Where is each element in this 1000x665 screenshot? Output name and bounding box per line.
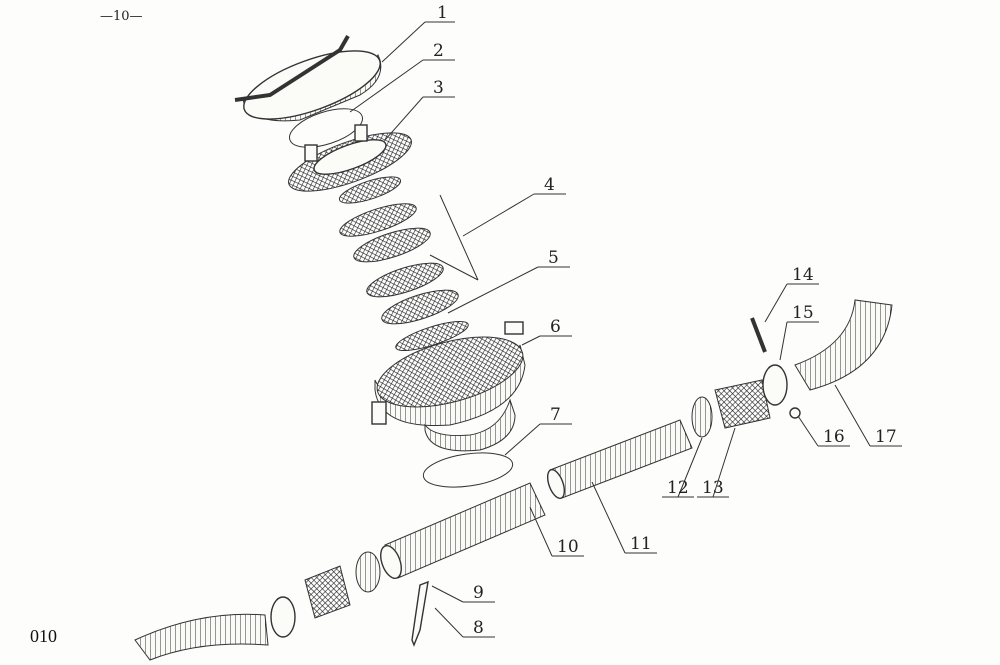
label-11: 11 [630, 534, 652, 554]
leader-lines [349, 21, 902, 638]
part-14-bolt [750, 317, 767, 353]
label-5: 5 [548, 248, 559, 268]
part-16-nut [789, 407, 801, 419]
label-16: 16 [823, 427, 845, 447]
page-header: —10— [100, 9, 143, 24]
label-14: 14 [792, 265, 814, 285]
label-10: 10 [557, 537, 579, 557]
part-1-lid [234, 35, 382, 122]
label-17: 17 [875, 427, 897, 447]
part-12-ring [691, 396, 713, 438]
label-7: 7 [550, 405, 561, 425]
mesh-sleeve-lower [304, 565, 351, 619]
label-3: 3 [433, 78, 444, 98]
ring-lower [355, 551, 381, 593]
part-13-mesh-sleeve [714, 379, 771, 429]
label-6: 6 [550, 317, 561, 337]
part-17-elbow-pipe [794, 299, 893, 391]
label-9: 9 [473, 583, 484, 603]
label-13: 13 [702, 478, 724, 498]
label-12: 12 [667, 478, 689, 498]
label-1: 1 [437, 3, 448, 23]
edition-code: 010 [30, 626, 57, 646]
part-8-9-lever [411, 580, 429, 647]
part-11-tube [546, 419, 693, 499]
part-7-clamp-ring [422, 452, 514, 488]
filter-discs [338, 176, 469, 352]
part-15-coupling [762, 364, 788, 406]
label-4: 4 [544, 175, 555, 195]
coupling-lower [270, 596, 296, 638]
part-3-retainer [288, 124, 412, 192]
part-10-tube [380, 482, 546, 579]
label-8: 8 [473, 618, 484, 638]
elbow-pipe-lower [134, 613, 269, 661]
label-15: 15 [792, 303, 814, 323]
part-6-housing [371, 321, 526, 452]
part-2-gasket-ring [289, 108, 363, 148]
label-2: 2 [433, 41, 444, 61]
